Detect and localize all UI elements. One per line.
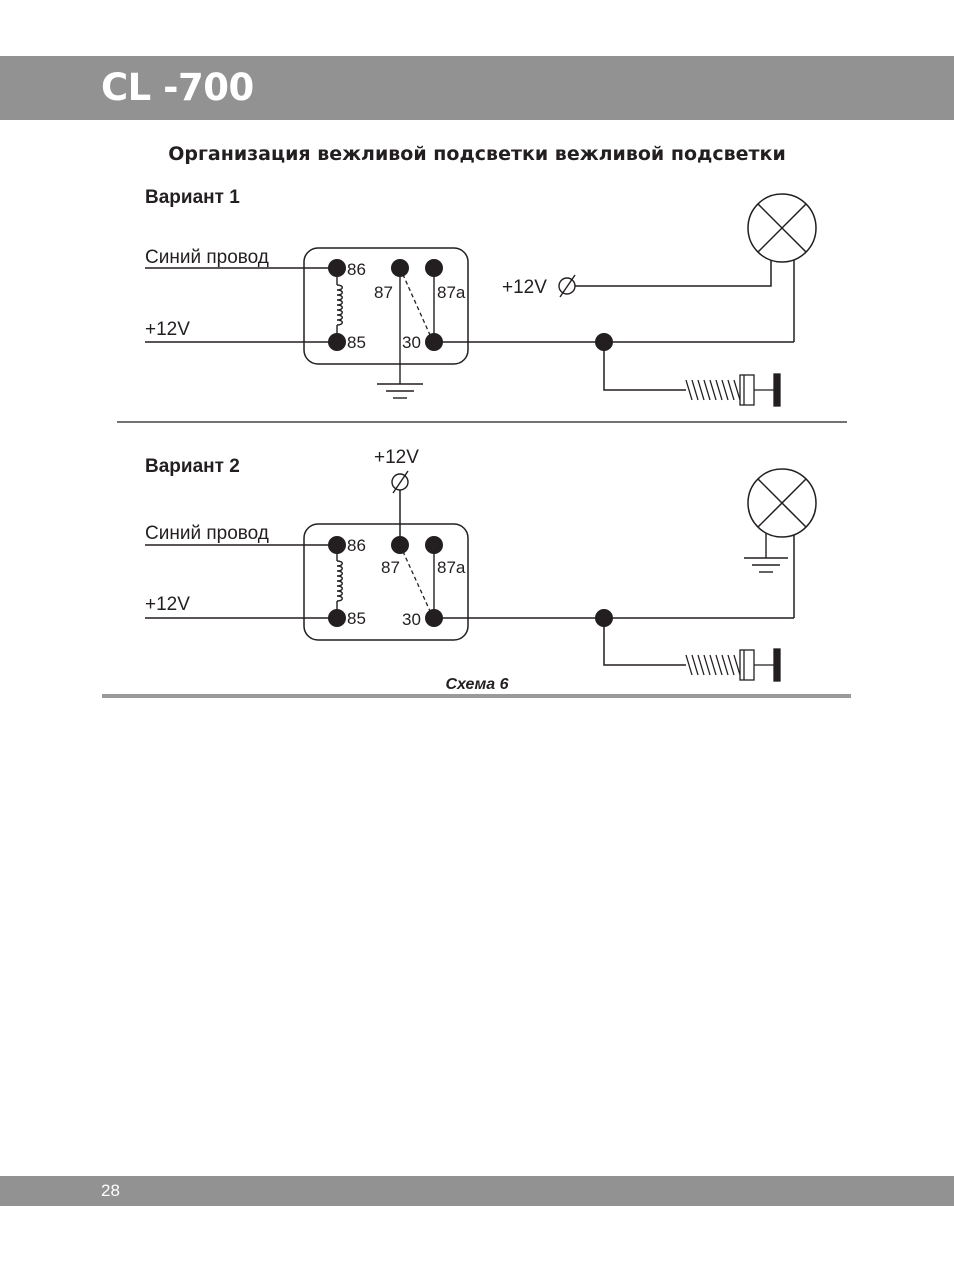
page-number: 28	[101, 1181, 120, 1200]
variant1-pin-85-label: 85	[347, 333, 366, 352]
variant1-supply-label: +12V	[502, 277, 547, 298]
variant2-switch-dashed	[399, 544, 431, 612]
variant2-relay-coil	[336, 545, 343, 618]
figure-caption: Схема 6	[445, 676, 508, 693]
variant1-label: Вариант 1	[145, 187, 240, 208]
variant1-lamp-supply-wire	[575, 260, 772, 287]
variant1-relay-body	[303, 247, 469, 365]
variant1-relay-coil	[336, 268, 343, 342]
variant1-switch-dashed	[399, 267, 431, 336]
variant2-door-switch-icon	[685, 648, 781, 682]
variant1-diagram: Вариант 1 Синий провод +12V 86 87 87a 85…	[145, 187, 817, 407]
variant2-relay-body	[303, 523, 469, 641]
variant2-supply-terminal	[391, 470, 409, 494]
variant2-diagram: Вариант 2 Синий провод +12V 86 87 87a 85…	[145, 447, 817, 682]
variant1-pin-85	[328, 333, 346, 351]
variant2-pin-86-label: 86	[347, 536, 366, 555]
variant2-pin-86	[328, 536, 346, 554]
variant1-12v-wire-label: +12V	[145, 319, 190, 340]
variant2-door-switch-wire	[603, 618, 686, 666]
footer-band	[0, 1176, 954, 1206]
variant2-12v-wire-label: +12V	[145, 594, 190, 615]
variant1-door-switch-wire	[603, 342, 686, 391]
variant2-pin-85	[328, 609, 346, 627]
variant2-pin-87a-label: 87a	[437, 558, 466, 577]
variant1-pin-87a-label: 87a	[437, 283, 466, 302]
header-band	[0, 56, 954, 120]
bottom-rule	[102, 694, 851, 698]
variant1-ground-symbol	[377, 268, 423, 399]
variant2-blue-wire-label: Синий провод	[145, 523, 269, 544]
variant2-ground-symbol	[744, 533, 788, 573]
variant1-pin-30-label: 30	[402, 333, 421, 352]
variant2-lamp-icon	[747, 468, 817, 538]
header-title: CL -700	[101, 66, 254, 109]
section-title: Организация вежливой подсветки вежливой …	[168, 143, 786, 165]
wiring-diagram: Вариант 1 Синий провод +12V 86 87 87a 85…	[102, 187, 851, 698]
variant2-supply-label: +12V	[374, 447, 419, 468]
variant2-label: Вариант 2	[145, 456, 240, 477]
variant1-lamp-icon	[747, 193, 817, 263]
variant2-pin-85-label: 85	[347, 609, 366, 628]
variant1-pin-86	[328, 259, 346, 277]
variant2-pin-30-label: 30	[402, 610, 421, 629]
variant1-pin-87-label: 87	[374, 283, 393, 302]
variant2-pin-87-label: 87	[381, 558, 400, 577]
variant1-supply-terminal	[558, 274, 576, 298]
variant1-blue-wire-label: Синий провод	[145, 247, 269, 268]
variant1-pin-86-label: 86	[347, 260, 366, 279]
variant1-door-switch-icon	[685, 373, 781, 407]
